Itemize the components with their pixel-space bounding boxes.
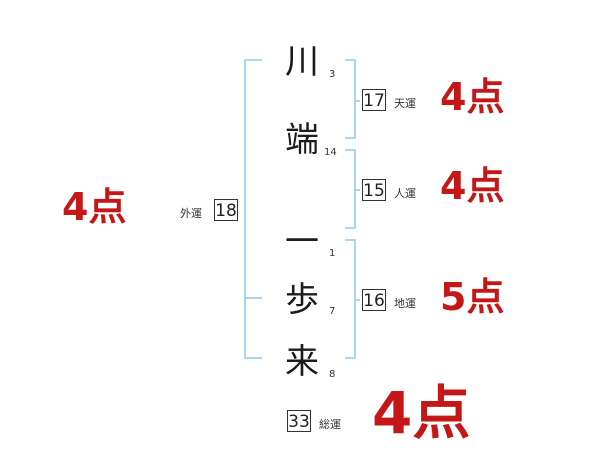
name-char-1: 川 bbox=[285, 42, 319, 82]
name-char-2: 端 bbox=[285, 120, 319, 160]
gaikaku-label: 外運 bbox=[180, 207, 202, 220]
chikaku-label: 地運 bbox=[394, 297, 416, 310]
gaikaku-score: 4点 bbox=[62, 185, 127, 229]
chikaku-value: 16 bbox=[362, 289, 386, 311]
soukaku-label: 総運 bbox=[319, 418, 341, 431]
jinkaku-label: 人運 bbox=[394, 187, 416, 200]
stroke-count-1: 3 bbox=[329, 69, 336, 80]
tenkaku-label: 天運 bbox=[394, 97, 416, 110]
tenkaku-score: 4点 bbox=[440, 75, 505, 119]
jinkaku-value: 15 bbox=[362, 179, 386, 201]
chikaku-score: 5点 bbox=[440, 275, 505, 319]
stroke-count-4: 7 bbox=[329, 306, 336, 317]
stroke-count-3: 1 bbox=[329, 248, 336, 259]
jinkaku-score: 4点 bbox=[440, 164, 505, 208]
stroke-count-2: 14 bbox=[324, 147, 337, 158]
name-char-5: 来 bbox=[285, 342, 319, 382]
soukaku-value: 33 bbox=[287, 410, 311, 432]
soukaku-score: 4点 bbox=[372, 379, 471, 447]
gaikaku-value: 18 bbox=[214, 199, 238, 221]
tenkaku-value: 17 bbox=[362, 89, 386, 111]
name-char-4: 歩 bbox=[285, 280, 319, 320]
stroke-count-5: 8 bbox=[329, 369, 336, 380]
name-char-3: 一 bbox=[285, 222, 319, 262]
